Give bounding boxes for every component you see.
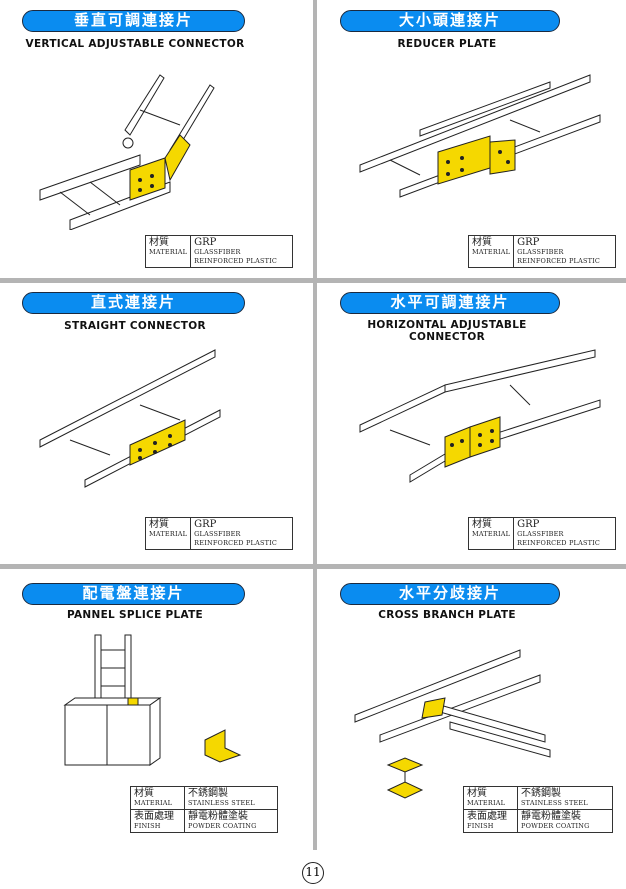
spec-value: GRP: [194, 237, 217, 248]
spec-label-en: MATERIAL: [472, 530, 511, 538]
spec-value-en: GLASSFIBER REINFORCED PLASTIC: [517, 248, 601, 265]
spec-value-en: STAINLESS STEEL: [188, 799, 255, 807]
spec-value-en: POWDER COATING: [188, 822, 257, 830]
panel-splice-illustration: [63, 634, 242, 766]
spec-label-en: MATERIAL: [149, 248, 188, 256]
product-title-zh: 大小頭連接片: [340, 10, 560, 32]
spec-value: GRP: [194, 519, 217, 530]
spec-value-en: GLASSFIBER REINFORCED PLASTIC: [194, 530, 278, 547]
spec-value: 靜電粉體塗裝: [521, 811, 581, 822]
spec-label-en: MATERIAL: [472, 248, 511, 256]
product-title-en: CROSS BRANCH PLATE: [378, 609, 516, 621]
cross-branch-illustration: [354, 649, 551, 799]
vertical-divider: [313, 0, 317, 850]
spec-label: 材質: [134, 788, 154, 799]
spec-label: 表面處理: [134, 811, 174, 822]
spec-value-en: GLASSFIBER REINFORCED PLASTIC: [194, 248, 278, 265]
spec-label-en: FINISH: [134, 822, 161, 830]
product-title-zh: 垂直可調連接片: [22, 10, 245, 32]
product-title-zh: 水平可調連接片: [340, 292, 560, 314]
spec-value-en: GLASSFIBER REINFORCED PLASTIC: [517, 530, 601, 547]
spec-label: 材質: [467, 788, 487, 799]
product-title-zh: 水平分歧接片: [340, 583, 560, 605]
page-number: 11: [302, 862, 324, 884]
spec-value: GRP: [517, 519, 540, 530]
horizontal-divider: [0, 278, 626, 283]
product-title-en: PANNEL SPLICE PLATE: [66, 609, 204, 621]
straight-connector-illustration: [39, 349, 221, 488]
spec-label-en: MATERIAL: [149, 530, 188, 538]
reducer-plate-illustration: [359, 74, 601, 198]
spec-label-en: MATERIAL: [134, 799, 173, 807]
product-title-en: STRAIGHT CONNECTOR: [64, 320, 206, 332]
spec-value: 不銹鋼製: [188, 788, 228, 799]
product-title-zh: 配電盤連接片: [22, 583, 245, 605]
spec-label: 表面處理: [467, 811, 507, 822]
spec-value: GRP: [517, 237, 540, 248]
horizontal-divider: [0, 564, 626, 569]
product-title-en: VERTICAL ADJUSTABLE CONNECTOR: [25, 38, 245, 50]
horizontal-connector-illustration: [359, 349, 601, 483]
spec-value-en: STAINLESS STEEL: [521, 799, 588, 807]
spec-label-en: FINISH: [467, 822, 494, 830]
spec-label: 材質: [149, 237, 169, 248]
product-title-en: REDUCER PLATE: [397, 38, 497, 50]
spec-value: 不銹鋼製: [521, 788, 561, 799]
product-title-zh: 直式連接片: [22, 292, 245, 314]
spec-label: 材質: [149, 519, 169, 530]
spec-label: 材質: [472, 519, 492, 530]
product-title-en: HORIZONTAL ADJUSTABLE CONNECTOR: [367, 319, 527, 343]
spec-value-en: POWDER COATING: [521, 822, 590, 830]
spec-value: 靜電粉體塗裝: [188, 811, 248, 822]
vertical-connector-illustration: [39, 74, 215, 230]
spec-label-en: MATERIAL: [467, 799, 506, 807]
spec-label: 材質: [472, 237, 492, 248]
